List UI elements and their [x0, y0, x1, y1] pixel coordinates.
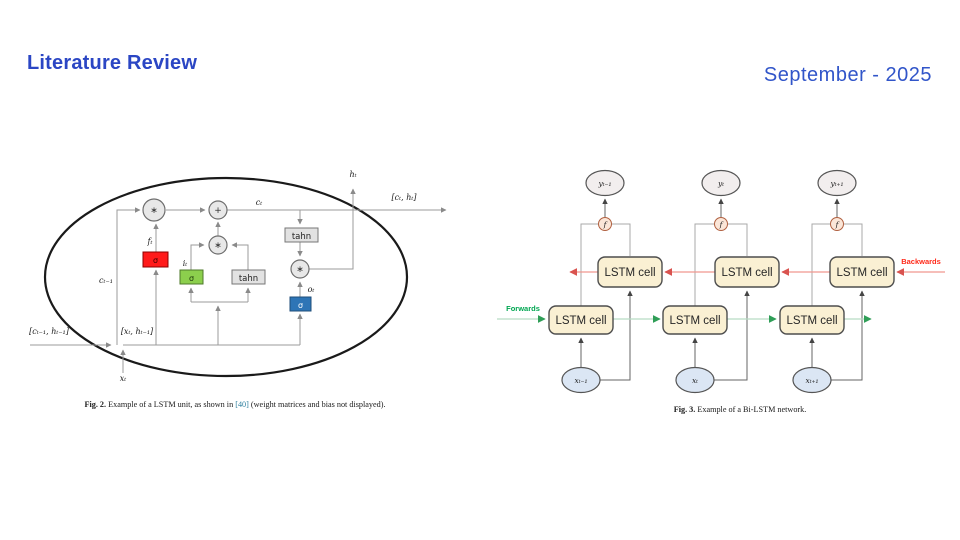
x-prev-label: xₜ₋₁	[574, 376, 587, 385]
fig3-caption-number: Fig. 3.	[673, 405, 696, 414]
fig2-caption-number: Fig. 2.	[84, 400, 107, 409]
combiner-label: f	[603, 220, 608, 229]
i-t-label: iₜ	[183, 259, 188, 268]
forward-lstm-cell-1: LSTM cell	[548, 305, 614, 335]
bi-lstm-network-diagram: LSTM cell LSTM cell LSTM cell LSTM cell …	[497, 169, 945, 394]
candidate-tanh-box: tahn	[231, 269, 266, 285]
slide-date: September - 2025	[763, 64, 932, 86]
lstm-cell-label: LSTM cell	[604, 267, 655, 279]
input-node-2: xₜ	[675, 366, 715, 394]
forget-multiply-node: ∗	[142, 198, 166, 222]
output-gate-box: σ	[289, 296, 312, 312]
c-prev-label: cₜ₋₁	[99, 276, 113, 285]
combiner-node-2: f	[714, 217, 728, 231]
y-next-label: yₜ₊₁	[829, 179, 843, 188]
input-concat-label: [xₜ, hₜ₋₁]	[121, 327, 154, 336]
backwards-label: Backwards	[901, 257, 941, 266]
fig3-caption-text: Example of a Bi-LSTM network.	[695, 405, 807, 414]
sigma-label: σ	[298, 301, 303, 310]
input-pair-prev-label: [cₜ₋₁, hₜ₋₁]	[29, 327, 70, 336]
combiner-label: f	[719, 220, 724, 229]
y-t-label: yₜ	[717, 179, 724, 188]
fig3-brackets	[580, 223, 863, 306]
fig2-caption-text2: (weight matrices and bias not displayed)…	[248, 400, 386, 409]
multiply-op: ∗	[296, 265, 304, 275]
c-t-label: cₜ	[256, 198, 262, 207]
x-next-label: xₜ₊₁	[805, 376, 818, 385]
output-pair-label: [cₜ, hₜ]	[392, 193, 418, 202]
fig3-caption: Fig. 3. Example of a Bi-LSTM network.	[510, 405, 960, 414]
tanh-label: tahn	[239, 274, 258, 284]
input-node-1: xₜ₋₁	[561, 366, 601, 394]
multiply-op: ∗	[214, 241, 222, 251]
combiner-label: f	[835, 220, 840, 229]
backward-lstm-cell-3: LSTM cell	[829, 256, 895, 288]
forwards-label: Forwards	[506, 304, 540, 313]
forward-lstm-cell-3: LSTM cell	[779, 305, 845, 335]
sigma-label: σ	[153, 256, 158, 265]
x-t-label: xₜ	[120, 374, 127, 383]
lstm-unit-diagram: ∗ + ∗ ∗ σ σ tahn tahn	[29, 170, 447, 383]
output-node-2: yₜ	[701, 169, 741, 197]
fig2-caption-text: Example of a LSTM unit, as shown in	[106, 400, 236, 409]
fig2-citation-link: [40]	[235, 400, 249, 409]
y-prev-label: yₜ₋₁	[597, 179, 611, 188]
output-tanh-box: tahn	[284, 227, 319, 243]
backward-lstm-cell-2: LSTM cell	[714, 256, 780, 288]
backward-lstm-cell-1: LSTM cell	[597, 256, 663, 288]
tanh-label: tahn	[292, 232, 311, 242]
x-t-label: xₜ	[692, 376, 698, 385]
cell-add-node: +	[208, 200, 228, 220]
fig3-input-feeds	[578, 290, 865, 381]
input-node-3: xₜ₊₁	[792, 366, 832, 394]
lstm-cell-label: LSTM cell	[555, 315, 606, 327]
page-title: Literature Review	[27, 52, 198, 74]
forward-lstm-cell-2: LSTM cell	[662, 305, 728, 335]
output-node-1: yₜ₋₁	[585, 169, 625, 197]
f-t-label: fₜ	[147, 237, 153, 246]
forget-gate-box: σ	[142, 251, 169, 268]
h-t-label: hₜ	[349, 170, 356, 179]
o-t-label: oₜ	[308, 285, 315, 294]
fig2-connectors	[30, 188, 447, 373]
fig2-caption: Fig. 2. Example of a LSTM unit, as shown…	[30, 400, 440, 409]
output-multiply-node: ∗	[290, 259, 310, 279]
lstm-cell-label: LSTM cell	[836, 267, 887, 279]
multiply-op: ∗	[150, 206, 158, 216]
sigma-label: σ	[189, 274, 194, 283]
fig3-output-arrows	[602, 198, 840, 217]
input-multiply-node: ∗	[208, 235, 228, 255]
lstm-cell-label: LSTM cell	[669, 315, 720, 327]
lstm-cell-label: LSTM cell	[721, 267, 772, 279]
combiner-node-1: f	[598, 217, 612, 231]
add-op: +	[214, 206, 222, 216]
lstm-cell-label: LSTM cell	[786, 315, 837, 327]
combiner-node-3: f	[830, 217, 844, 231]
input-gate-box: σ	[179, 269, 204, 285]
output-node-3: yₜ₊₁	[817, 169, 857, 197]
lstm-cell-boundary-ellipse	[43, 176, 409, 378]
